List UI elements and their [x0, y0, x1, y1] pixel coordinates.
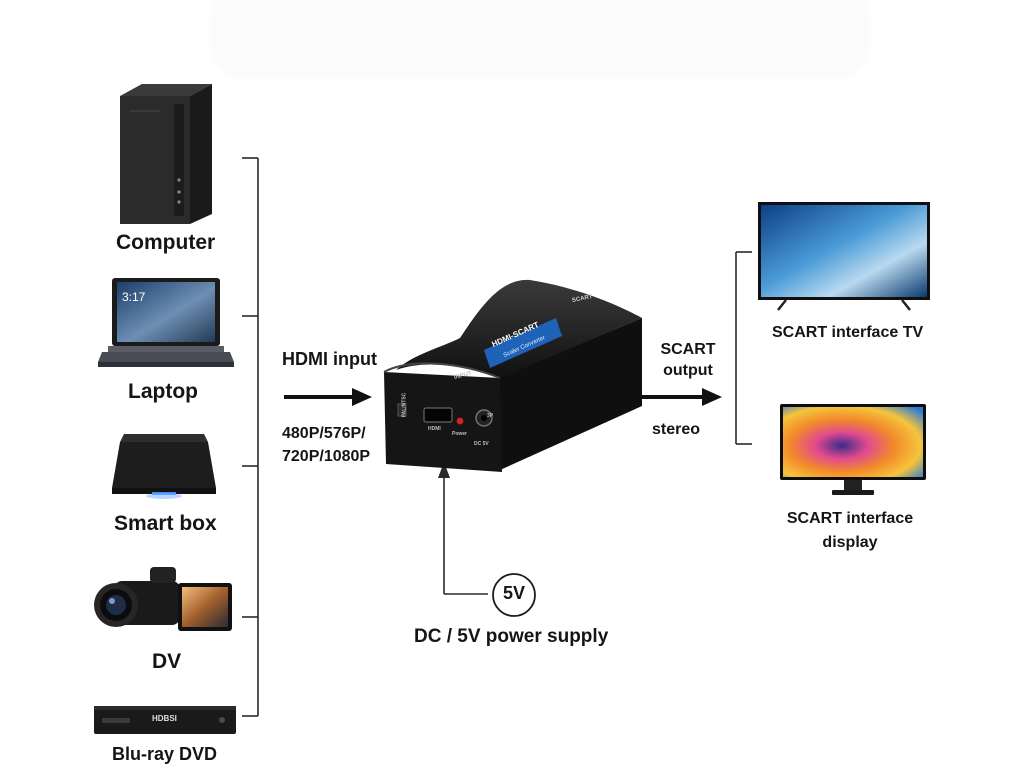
laptop-icon: [98, 278, 234, 367]
camcorder-icon: [94, 567, 232, 631]
source-bracket: [242, 157, 259, 717]
monitor-icon: [780, 404, 926, 495]
device-port-3p: 3P: [487, 413, 494, 419]
computer-tower-icon: [120, 84, 212, 224]
power-badge-text: 5V: [502, 583, 526, 603]
top-background-glow: [215, 0, 865, 72]
destination-label-tv: SCART interface TV: [772, 324, 924, 341]
smart-box-icon: [112, 434, 216, 499]
converter-device: [383, 279, 642, 472]
input-title: HDMI input: [282, 349, 377, 369]
destination-bracket: [735, 251, 752, 445]
output-line2: output: [663, 362, 713, 379]
power-line: [438, 462, 488, 595]
tv-icon: [758, 202, 930, 311]
laptop-screen-clock: 3:17: [122, 290, 146, 304]
device-port-pal: PAL/NTSC: [401, 392, 408, 418]
device-port-dc: DC 5V: [474, 441, 489, 447]
input-resolutions-line2: 720P/1080P: [282, 448, 371, 465]
output-line1: SCART: [660, 341, 716, 358]
source-label-bluray: Blu-ray DVD: [112, 744, 218, 764]
bluray-brand: HDBSI: [152, 714, 177, 723]
output-arrow: [636, 388, 722, 406]
bluray-player-icon: [94, 706, 236, 734]
destination-label-display-line2: display: [822, 534, 878, 551]
power-label: DC / 5V power supply: [414, 626, 609, 647]
power-badge-circle: [492, 573, 536, 617]
source-label-computer: Computer: [116, 231, 216, 254]
device-port-power: Power: [452, 431, 468, 437]
source-label-smart-box: Smart box: [114, 512, 217, 535]
input-arrow: [284, 388, 372, 406]
output-audio: stereo: [652, 421, 701, 438]
device-port-hdmi: HDMI: [428, 426, 441, 432]
source-label-laptop: Laptop: [128, 380, 198, 403]
source-label-dv: DV: [152, 650, 182, 673]
input-resolutions-line1: 480P/576P/: [282, 425, 366, 442]
destination-label-display-line1: SCART interface: [786, 510, 914, 527]
